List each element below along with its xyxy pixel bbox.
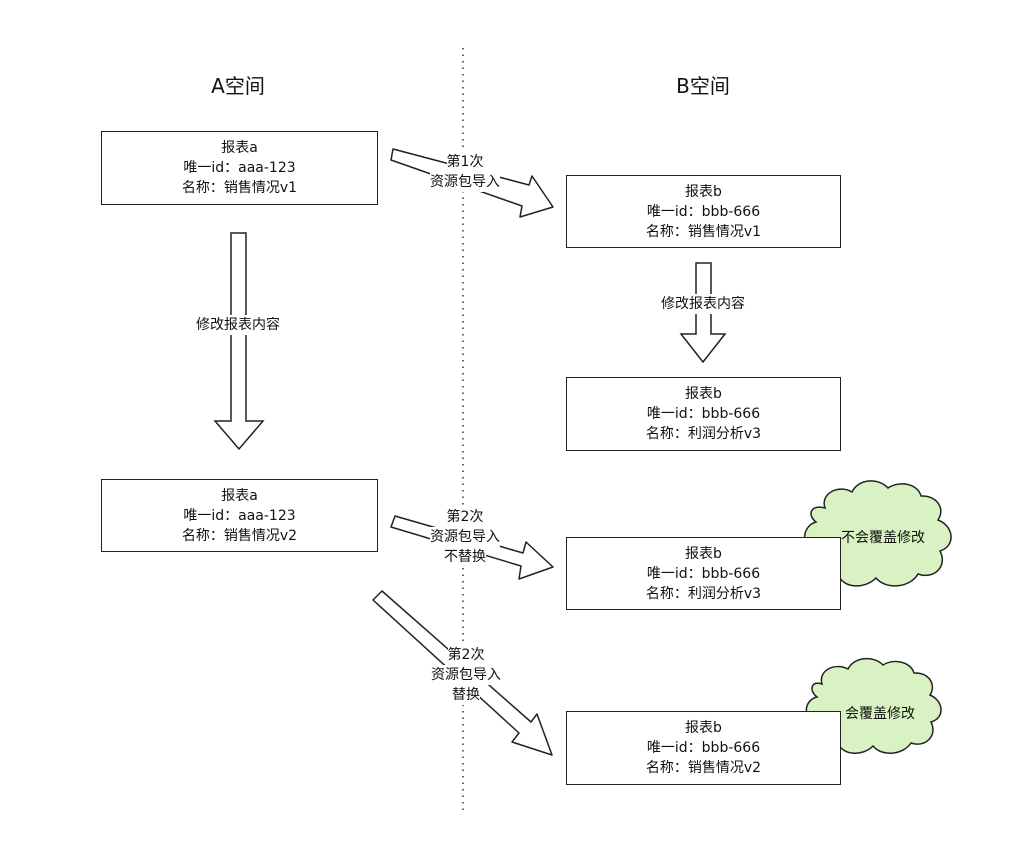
report-id: 唯一id：aaa-123 <box>183 507 296 524</box>
report-a-box-1: 报表a 唯一id：aaa-123 名称：销售情况v1 <box>101 131 378 205</box>
report-a-box-2: 报表a 唯一id：aaa-123 名称：销售情况v2 <box>101 479 378 552</box>
a-modify-arrow <box>213 232 265 451</box>
import-2-replace-label: 第2次 资源包导入 替换 <box>412 645 520 705</box>
report-title: 报表b <box>685 386 722 402</box>
report-title: 报表a <box>221 140 258 156</box>
report-b-box-4: 报表b 唯一id：bbb-666 名称：销售情况v2 <box>566 711 841 785</box>
import-mode: 不替换 <box>444 547 486 567</box>
report-b-box-2: 报表b 唯一id：bbb-666 名称：利润分析v3 <box>566 377 841 451</box>
report-id: 唯一id：bbb-666 <box>646 740 761 756</box>
b-modify-label: 修改报表内容 <box>640 294 766 314</box>
report-id: 唯一id：bbb-666 <box>646 406 761 422</box>
import-mode: 替换 <box>452 685 480 705</box>
report-name: 名称：销售情况v2 <box>645 760 762 776</box>
import-count: 第2次 <box>447 645 485 665</box>
report-id: 唯一id：aaa-123 <box>183 160 296 176</box>
report-title: 报表b <box>685 720 722 736</box>
report-b-box-3: 报表b 唯一id：bbb-666 名称：利润分析v3 <box>566 537 841 610</box>
report-id: 唯一id：bbb-666 <box>646 203 761 220</box>
report-title: 报表b <box>685 183 722 200</box>
overwrite-text: 会覆盖修改 <box>845 706 915 722</box>
report-name: 名称：销售情况v1 <box>181 180 298 196</box>
a-modify-label: 修改报表内容 <box>175 315 301 335</box>
report-name: 名称：利润分析v3 <box>645 426 762 442</box>
import-2-no-replace-label: 第2次 资源包导入 不替换 <box>415 507 515 567</box>
report-name: 名称：销售情况v2 <box>181 527 298 544</box>
report-id: 唯一id：bbb-666 <box>646 565 761 582</box>
import-action: 资源包导入 <box>431 665 501 685</box>
report-title: 报表a <box>221 487 258 504</box>
space-a-title: A空间 <box>211 74 265 98</box>
no-overwrite-text: 不会覆盖修改 <box>841 530 925 546</box>
report-b-box-1: 报表b 唯一id：bbb-666 名称：销售情况v1 <box>566 175 841 248</box>
report-name: 名称：利润分析v3 <box>645 585 762 602</box>
space-b-title: B空间 <box>676 74 730 98</box>
import-action: 资源包导入 <box>430 172 500 192</box>
import-count: 第2次 <box>446 507 484 527</box>
import-count: 第1次 <box>446 152 484 172</box>
report-name: 名称：销售情况v1 <box>645 223 762 240</box>
report-title: 报表b <box>685 545 722 562</box>
import-action: 资源包导入 <box>430 527 500 547</box>
import-1-label: 第1次 资源包导入 <box>415 152 515 192</box>
